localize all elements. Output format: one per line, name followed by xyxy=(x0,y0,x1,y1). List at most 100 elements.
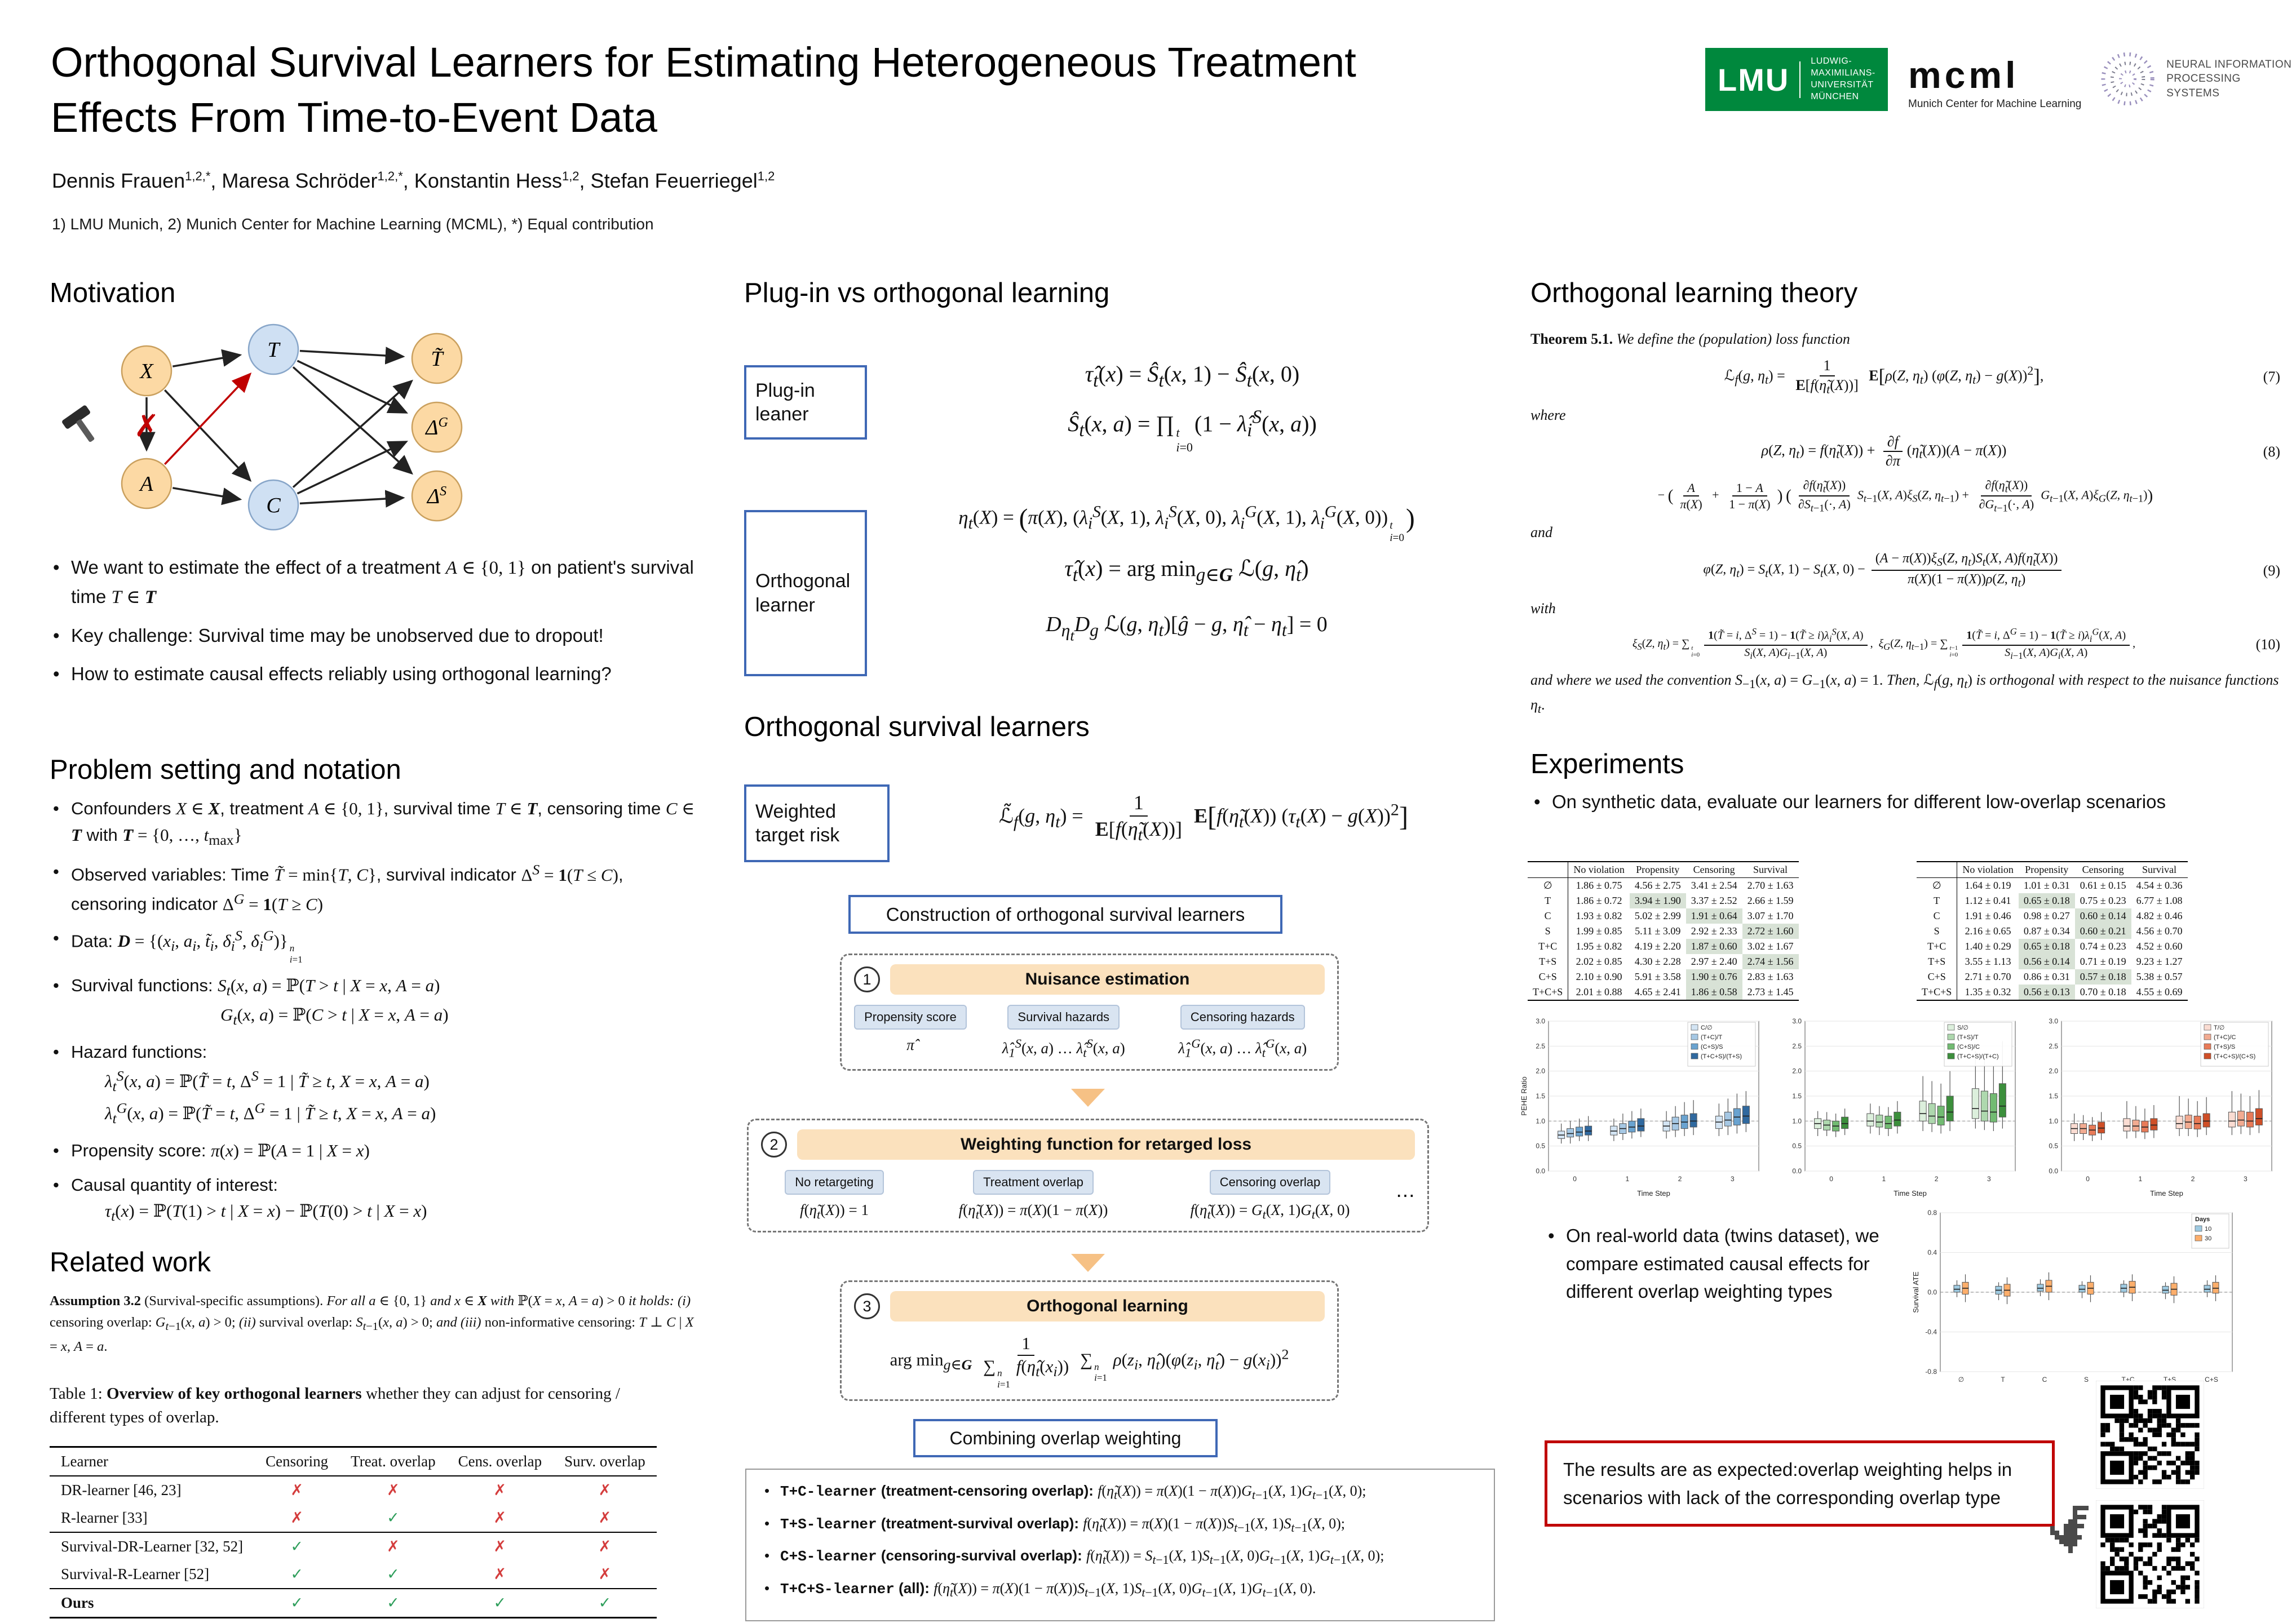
causal-edge xyxy=(164,373,252,465)
svg-text:3: 3 xyxy=(2244,1175,2248,1183)
exp-result-cell: 1.35 ± 0.32 xyxy=(1957,985,2019,1001)
exp-result-cell: 9.23 ± 1.27 xyxy=(2136,956,2183,967)
svg-text:3: 3 xyxy=(1731,1175,1735,1183)
cross-mark: ✗ xyxy=(446,1532,554,1560)
cross-mark: ✗ xyxy=(290,1482,303,1498)
svg-text:1.5: 1.5 xyxy=(2049,1092,2058,1100)
exp-result-cell: 0.74 ± 0.23 xyxy=(2080,941,2126,952)
exp-row-label: S xyxy=(1917,924,1958,939)
exp-result-cell: 3.41 ± 2.54 xyxy=(1691,880,1737,891)
related-col-header: Learner xyxy=(50,1446,255,1476)
svg-text:1: 1 xyxy=(2139,1175,2143,1183)
svg-text:1.5: 1.5 xyxy=(1792,1092,1802,1100)
cross-mark: ✗ xyxy=(387,1482,400,1498)
problem-bullet: Propensity score: π(x) = ℙ(A = 1 | X = x… xyxy=(50,1138,698,1164)
exp-result-cell: 2.72 ± 1.60 xyxy=(1742,924,1799,939)
svg-text:S: S xyxy=(2084,1376,2089,1383)
exp-result-cell: 2.70 ± 1.63 xyxy=(1747,880,1794,891)
exp-row-label: C+S xyxy=(1528,969,1569,985)
exp-result-cell: 5.38 ± 0.57 xyxy=(2136,971,2183,982)
exp-result-cell: 2.74 ± 1.56 xyxy=(1742,954,1799,969)
svg-text:(C+S)/C: (C+S)/C xyxy=(1957,1044,1980,1050)
exp-result-cell: 0.87 ± 0.34 xyxy=(2023,925,2070,937)
qr-pattern xyxy=(2095,1500,2205,1609)
exp-col-header: No violation xyxy=(1568,861,1630,878)
problem-bullets: Confounders X ∈ X, treatment A ∈ {0, 1},… xyxy=(50,796,698,1235)
section-problem-heading: Problem setting and notation xyxy=(50,755,401,785)
combining-overlap-item: T+S-learner (treatment-survival overlap)… xyxy=(761,1513,1479,1537)
causal-edge xyxy=(292,366,413,475)
exp-row-label: T+C+S xyxy=(1917,985,1958,1001)
svg-text:0.5: 0.5 xyxy=(1536,1142,1545,1150)
exp-result-cell: 4.30 ± 2.28 xyxy=(1634,956,1681,967)
combining-overlap-item: T+C-learner (treatment-censoring overlap… xyxy=(761,1480,1479,1505)
step-2-number: 2 xyxy=(761,1132,787,1158)
causal-node-label: X xyxy=(139,360,154,383)
svg-text:1.0: 1.0 xyxy=(2049,1117,2058,1125)
survival-hazards-formula: λ̂1S(x, a) … λ̂tS(x, a) xyxy=(1002,1036,1125,1060)
causal-edge xyxy=(299,490,405,508)
svg-text:3.0: 3.0 xyxy=(2049,1017,2058,1025)
exp-col-header: Censoring xyxy=(1685,861,1742,878)
theorem-text-line: where xyxy=(1530,406,1566,423)
exp-row-label: T xyxy=(1917,893,1958,908)
causal-node-label: ΔG xyxy=(424,415,448,440)
exp-result-cell: 4.56 ± 0.70 xyxy=(2136,925,2183,937)
orthogonal-learner-label: Orthogonal learner xyxy=(744,510,867,676)
exp-row-label: S xyxy=(1528,924,1569,939)
cross-mark: ✗ xyxy=(290,1509,303,1526)
exp-result-cell: 2.97 ± 2.40 xyxy=(1691,956,1737,967)
chrome-dino-icon xyxy=(2050,1506,2089,1553)
exp-result-cell: 1.86 ± 0.58 xyxy=(1685,985,1742,1001)
svg-text:1: 1 xyxy=(1882,1175,1886,1183)
svg-text:C: C xyxy=(2042,1376,2047,1383)
svg-text:0.4: 0.4 xyxy=(1927,1249,1937,1257)
mcml-logo: mcml Munich Center for Machine Learning xyxy=(1908,56,2081,110)
svg-text:0.0: 0.0 xyxy=(1792,1167,1802,1175)
exp-result-cell: 2.83 ± 1.63 xyxy=(1747,971,1794,982)
svg-text:Days: Days xyxy=(2195,1216,2210,1223)
related-learner-name: Survival-R-Learner [52] xyxy=(61,1566,210,1582)
svg-text:0.8: 0.8 xyxy=(1927,1209,1937,1217)
exp-row-label: ∅ xyxy=(1917,877,1958,893)
svg-text:(T+S)/T: (T+S)/T xyxy=(1957,1034,1979,1041)
related-learner-name: Survival-DR-Learner [32, 52] xyxy=(50,1532,255,1560)
svg-text:-0.4: -0.4 xyxy=(1925,1328,1937,1336)
causal-node-DS xyxy=(411,470,463,522)
exp-result-cell: 1.86 ± 0.75 xyxy=(1576,880,1622,891)
combining-title-box: Combining overlap weighting xyxy=(913,1419,1218,1457)
censoring-hazards-formula: λ̂1G(x, a) … λ̂tG(x, a) xyxy=(1178,1036,1307,1060)
orthogonal-formula-1: ηt(X) = (π(X), (λiS(X, 1), λiS(X, 0), λi… xyxy=(958,503,1415,544)
equation-number: (8) xyxy=(2263,443,2280,460)
exp-col-header: Survival xyxy=(1742,861,1799,878)
exp-result-cell: 2.16 ± 0.65 xyxy=(1965,925,2011,937)
equation-line: φ(Z, ηt) = St(X, 1) − St(X, 0) − (A − π(… xyxy=(1703,551,2280,589)
svg-text:Time Step: Time Step xyxy=(2150,1189,2183,1198)
svg-text:2: 2 xyxy=(1935,1175,1939,1183)
exp-result-cell: 4.65 ± 2.41 xyxy=(1629,985,1686,1001)
causal-node-T xyxy=(247,323,299,375)
svg-text:2.0: 2.0 xyxy=(1536,1067,1545,1075)
step-3-title: Orthogonal learning xyxy=(890,1291,1325,1322)
censoring-overlap-chip: Censoring overlap xyxy=(1209,1170,1331,1195)
theorem-text-line: and xyxy=(1530,524,1552,541)
neurips-logo: NEURAL INFORMATION PROCESSING SYSTEMS xyxy=(2097,48,2296,110)
section-related-heading: Related work xyxy=(50,1247,211,1278)
problem-bullet: Data: D = {(xi, ai, t̃i, δiS, δiG)}ni=1 xyxy=(50,925,698,965)
no-retargeting-formula: f(η̃t(X)) = 1 xyxy=(800,1201,869,1222)
causal-node-Ttilde xyxy=(411,332,463,384)
check-mark: ✓ xyxy=(446,1588,554,1618)
causal-node-label: C xyxy=(266,494,281,517)
exp-result-cell: 1.90 ± 0.76 xyxy=(1685,969,1742,985)
exp-row-label: C+S xyxy=(1917,969,1958,985)
related-learner-name: DR-learner [46, 23] xyxy=(61,1482,182,1498)
